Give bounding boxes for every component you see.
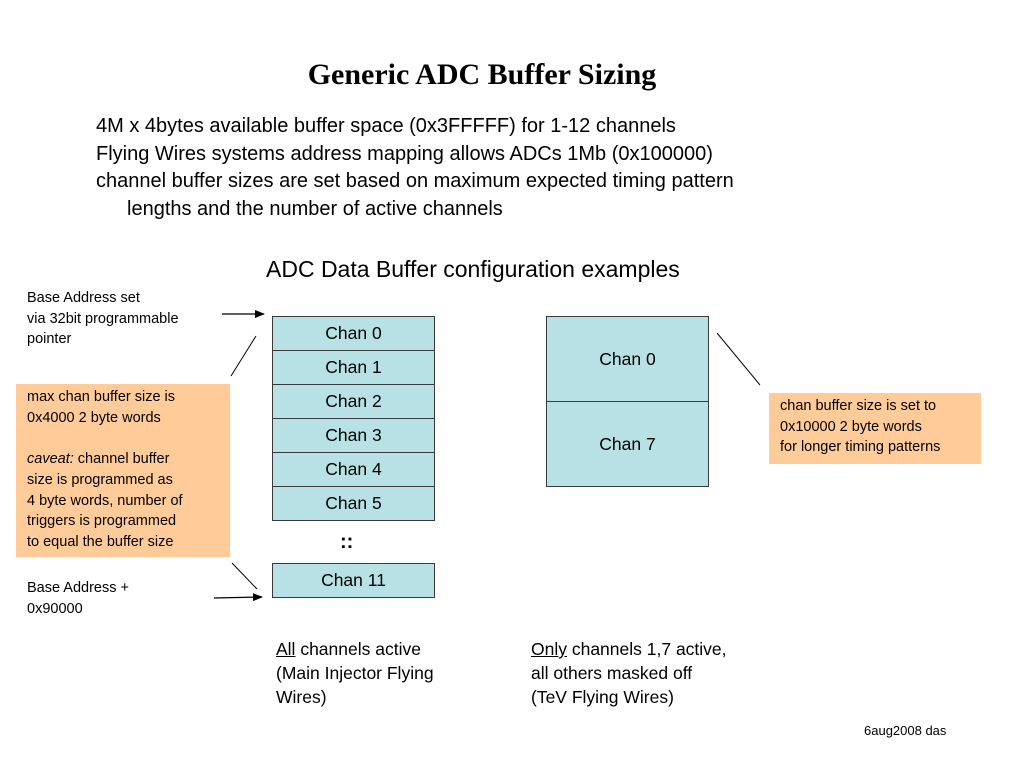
note-line: for longer timing patterns [780, 439, 941, 456]
label-line: via 32bit programmable [27, 310, 179, 327]
base-address-end-arrow [213, 593, 263, 602]
caveat-label: caveat: [27, 451, 74, 468]
caption-line: (Main Injector Flying [276, 663, 434, 683]
note-line: 0x10000 2 byte words [780, 418, 922, 435]
caption-emphasis: Only [531, 639, 567, 659]
bullet-line: Flying Wires systems address mapping all… [96, 142, 713, 165]
caption-line: (TeV Flying Wires) [531, 687, 674, 707]
note-line: 0x4000 2 byte words [27, 409, 161, 426]
config-a-caption: All channels active (Main Injector Flyin… [276, 637, 434, 709]
ellipsis-marker: :: [340, 531, 354, 553]
bullet-line: channel buffer sizes are set based on ma… [96, 170, 734, 192]
caption-line: All channels active [276, 637, 434, 661]
note-line: chan buffer size is set to [780, 398, 937, 414]
bullet-list: 4M x 4bytes available buffer space (0x3F… [96, 113, 734, 223]
caption-line: Only channels 1,7 active, [531, 637, 727, 661]
channel-box: Chan 1 [272, 350, 435, 385]
caption-line: all others masked off [531, 663, 693, 683]
note-caveat-line: caveat: channel buffer [27, 449, 230, 470]
channel-box: Chan 4 [272, 452, 435, 487]
note-line: size is programmed as [27, 471, 173, 488]
channel-box: Chan 0 [272, 316, 435, 351]
channel-box: Chan 7 [546, 401, 709, 487]
diagram-subtitle: ADC Data Buffer configuration examples [266, 256, 680, 282]
channel-box: Chan 3 [272, 418, 435, 453]
bullet-line: 4M x 4bytes available buffer space (0x3F… [96, 115, 676, 137]
caption-emphasis: All [276, 639, 296, 659]
note-line: to equal the buffer size [27, 533, 174, 550]
note-line: 4 byte words, number of [27, 492, 183, 509]
caption-line: Wires) [276, 687, 327, 707]
label-line: pointer [27, 331, 72, 347]
bullet-line: lengths and the number of active channel… [127, 197, 503, 220]
left-note-pointer-bottom [231, 562, 258, 590]
note-line: triggers is programmed [27, 513, 177, 530]
channel-box: Chan 0 [546, 316, 709, 402]
channel-box: Chan 11 [272, 563, 435, 598]
caption-text: channels 1,7 active, [566, 639, 727, 659]
right-note-pointer [716, 332, 761, 386]
base-address-end-label: Base Address + 0x90000 [27, 578, 129, 619]
note-line: channel buffer [73, 451, 170, 468]
base-address-label: Base Address set via 32bit programmable … [27, 288, 179, 350]
config-b-caption: Only channels 1,7 active, all others mas… [531, 637, 727, 709]
slide-footer: 6aug2008 das [864, 723, 947, 738]
left-note-pointer-top [230, 335, 257, 377]
slide-title: Generic ADC Buffer Sizing [307, 58, 657, 91]
right-note-box: chan buffer size is set to 0x10000 2 byt… [769, 393, 981, 464]
channel-box: Chan 5 [272, 486, 435, 521]
caption-text: channels active [295, 639, 421, 659]
label-line: Base Address set [27, 290, 140, 306]
note-line: max chan buffer size is [27, 389, 176, 405]
label-line: 0x90000 [27, 600, 83, 617]
left-note-box: max chan buffer size is 0x4000 2 byte wo… [16, 384, 230, 557]
label-line: Base Address + [27, 580, 129, 596]
